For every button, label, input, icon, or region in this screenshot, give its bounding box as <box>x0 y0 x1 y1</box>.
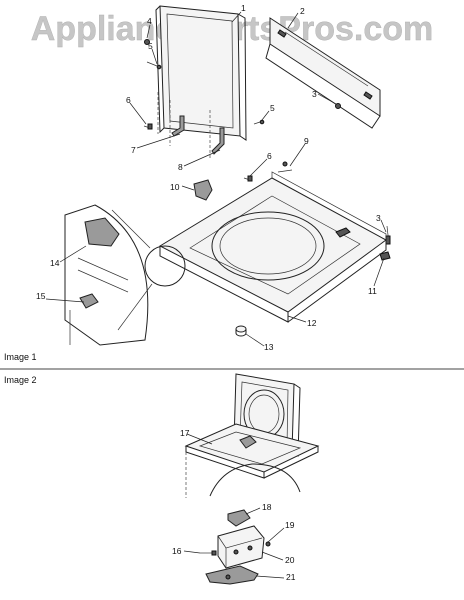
hinge-arms <box>157 92 225 158</box>
callout-1: 1 <box>241 3 246 13</box>
part-20 <box>217 525 265 569</box>
callout-6a: 6 <box>126 95 131 105</box>
leader-lines-image-1 <box>45 11 387 347</box>
callout-17: 17 <box>180 428 190 438</box>
callout-5a: 5 <box>148 41 153 51</box>
callout-4: 4 <box>147 16 152 26</box>
callout-21: 21 <box>286 572 296 582</box>
detail-arc <box>209 463 301 497</box>
callout-3a: 3 <box>312 89 317 99</box>
callouts-image-1: 1 2 3 3 4 5 5 6 6 7 8 9 10 11 12 13 14 1… <box>36 3 381 352</box>
callout-7: 7 <box>131 145 136 155</box>
hinge-assembly <box>200 509 271 585</box>
callout-11: 11 <box>368 286 377 296</box>
callout-16: 16 <box>172 546 182 556</box>
callout-8: 8 <box>178 162 183 172</box>
callout-10: 10 <box>170 182 180 192</box>
callout-2: 2 <box>300 6 305 16</box>
part-21 <box>205 565 259 585</box>
top-cover <box>158 171 391 323</box>
callout-13: 13 <box>264 342 274 352</box>
callout-20: 20 <box>285 555 295 565</box>
callout-15: 15 <box>36 291 46 301</box>
callout-3b: 3 <box>376 213 381 223</box>
lid <box>155 5 247 141</box>
rear-panel <box>265 17 381 129</box>
image-1-diagram: 1 2 3 3 4 5 5 6 6 7 8 9 10 11 12 13 14 1… <box>4 3 391 362</box>
image-1-caption: Image 1 <box>4 352 37 362</box>
part-19 <box>265 541 271 547</box>
callout-5b: 5 <box>270 103 275 113</box>
cabinet-open-lid <box>184 373 320 498</box>
callout-18: 18 <box>262 502 272 512</box>
image-2-diagram: Image 2 <box>4 373 320 585</box>
part-18 <box>227 509 251 527</box>
callout-19: 19 <box>285 520 295 530</box>
callout-6b: 6 <box>267 151 272 161</box>
callout-9: 9 <box>304 136 309 146</box>
part-13-foot <box>235 325 247 337</box>
part-10-bracket <box>193 179 213 201</box>
image-2-caption: Image 2 <box>4 375 37 385</box>
detail-magnifier <box>64 204 186 346</box>
screws <box>143 39 391 245</box>
callout-14: 14 <box>50 258 60 268</box>
callout-12: 12 <box>307 318 317 328</box>
callouts-image-2: 16 17 18 19 20 21 <box>172 428 296 582</box>
leader-lines-image-2 <box>183 433 285 579</box>
